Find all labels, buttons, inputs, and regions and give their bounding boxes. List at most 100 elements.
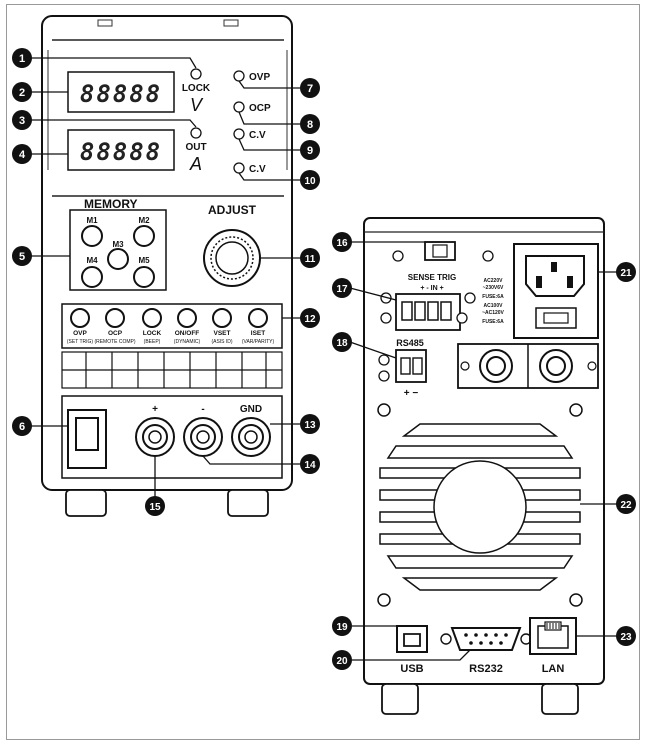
- callout-badges: 1 2 3 4 5 6 7 8 9 10 11 12 13 14 15 16 1…: [12, 48, 636, 670]
- function-buttons: OVP (SET TRIG) OCP (REMOTE COMP) LOCK (B…: [67, 308, 275, 345]
- svg-text:16: 16: [336, 238, 348, 249]
- front-panel: 88888 88888 LOCK V OUT A OVP OCP C.V C.V…: [41, 15, 293, 517]
- figure-frame: [6, 4, 640, 740]
- rs232-label: RS232: [469, 663, 503, 675]
- fan-grille: [379, 423, 581, 591]
- vset-button-label: VSET: [214, 330, 231, 337]
- cv-led-2: [233, 162, 245, 174]
- m5-button[interactable]: [133, 266, 155, 288]
- fan-hub: [433, 460, 527, 554]
- voltage-display: [67, 71, 175, 113]
- front-foot-left: [65, 489, 107, 517]
- svg-text:11: 11: [305, 254, 316, 265]
- vset-button[interactable]: [212, 308, 232, 328]
- m3-label: M3: [112, 240, 124, 249]
- svg-text:9: 9: [307, 145, 313, 157]
- ocp-led: [233, 101, 245, 113]
- voltage-display-digits: 88888: [80, 80, 162, 108]
- callout-15: 15: [145, 496, 165, 516]
- ocp-button-sub: (REMOTE COMP): [94, 339, 135, 345]
- current-display: [67, 129, 175, 171]
- callout-11: 11: [300, 248, 320, 268]
- svg-text:19: 19: [336, 622, 348, 633]
- callout-13: 13: [300, 414, 320, 434]
- svg-text:15: 15: [149, 502, 161, 513]
- ac-spec-3: FUSE:6A: [482, 294, 504, 300]
- ocp-button-label: OCP: [108, 330, 123, 337]
- ac-spec-4: AC100V: [484, 303, 504, 309]
- front-vent: [61, 351, 283, 389]
- top-tab-right: [223, 19, 239, 27]
- iset-button-label: ISET: [251, 330, 265, 337]
- m2-label: M2: [138, 216, 150, 225]
- callout-6: 6: [12, 416, 32, 436]
- m3-button[interactable]: [107, 248, 129, 270]
- leader-lines: [30, 57, 630, 661]
- lock-label: LOCK: [182, 83, 211, 94]
- rs232-port[interactable]: [450, 627, 522, 651]
- callout-5: 5: [12, 246, 32, 266]
- callout-10: 10: [300, 170, 320, 190]
- callout-12: 12: [300, 308, 320, 328]
- ovp-button[interactable]: [70, 308, 90, 328]
- svg-text:20: 20: [336, 656, 348, 667]
- vset-button-sub: (ASIS ID): [211, 339, 232, 345]
- out-led: [190, 127, 202, 139]
- front-foot-right: [227, 489, 269, 517]
- out-label: OUT: [185, 142, 206, 153]
- svg-text:23: 23: [620, 632, 632, 643]
- ovp-button-sub: (SET TRIG): [67, 339, 94, 345]
- lock-button[interactable]: [142, 308, 162, 328]
- volt-unit: V: [190, 95, 204, 115]
- rear-foot-left: [381, 683, 419, 715]
- svg-text:8: 8: [307, 119, 313, 131]
- top-tab-left: [97, 19, 113, 27]
- callout-23: 23: [616, 626, 636, 646]
- callout-21: 21: [616, 262, 636, 282]
- iset-button-sub: (VAR/PARITY): [242, 339, 275, 345]
- svg-text:13: 13: [304, 420, 316, 431]
- svg-text:10: 10: [304, 176, 316, 187]
- callout-2: 2: [12, 82, 32, 102]
- m4-button[interactable]: [81, 266, 103, 288]
- svg-text:4: 4: [19, 149, 26, 161]
- lock-led: [190, 68, 202, 80]
- ac-spec-1: AC220V: [484, 278, 504, 284]
- svg-text:1: 1: [19, 53, 25, 65]
- m1-button[interactable]: [81, 225, 103, 247]
- svg-text:21: 21: [620, 268, 632, 279]
- lock-button-sub: (BEEP): [144, 339, 161, 345]
- rs485-label: RS485: [396, 338, 424, 348]
- ovp-label: OVP: [249, 72, 270, 83]
- power-switch-rocker: [75, 417, 99, 451]
- usb-label: USB: [400, 663, 423, 675]
- callout-17: 17: [332, 278, 352, 298]
- adjust-knob-cap: [215, 241, 249, 275]
- callout-14: 14: [300, 454, 320, 474]
- m2-button[interactable]: [133, 225, 155, 247]
- m1-label: M1: [86, 216, 98, 225]
- rear-foot-right: [541, 683, 579, 715]
- gnd-terminal-label: GND: [240, 404, 262, 415]
- callout-1: 1: [12, 48, 32, 68]
- ovp-led: [233, 70, 245, 82]
- amp-unit: A: [189, 154, 202, 174]
- function-button-strip: [61, 303, 283, 349]
- callout-19: 19: [332, 616, 352, 636]
- svg-text:12: 12: [304, 314, 316, 325]
- onoff-button[interactable]: [177, 308, 197, 328]
- svg-text:7: 7: [307, 83, 313, 95]
- memory-title: MEMORY: [84, 197, 138, 211]
- minus-terminal-label: -: [201, 404, 204, 415]
- plus-terminal-label: +: [152, 404, 158, 415]
- svg-text:17: 17: [336, 284, 348, 295]
- sense-trig-label: SENSE TRIG: [408, 273, 456, 282]
- iset-button[interactable]: [248, 308, 268, 328]
- rs485-signs: + −: [404, 388, 419, 399]
- lock-button-label: LOCK: [143, 330, 162, 337]
- ocp-button[interactable]: [105, 308, 125, 328]
- svg-text:22: 22: [620, 500, 632, 511]
- ac-spec-5: ~AC120V: [482, 310, 504, 316]
- callout-22: 22: [616, 494, 636, 514]
